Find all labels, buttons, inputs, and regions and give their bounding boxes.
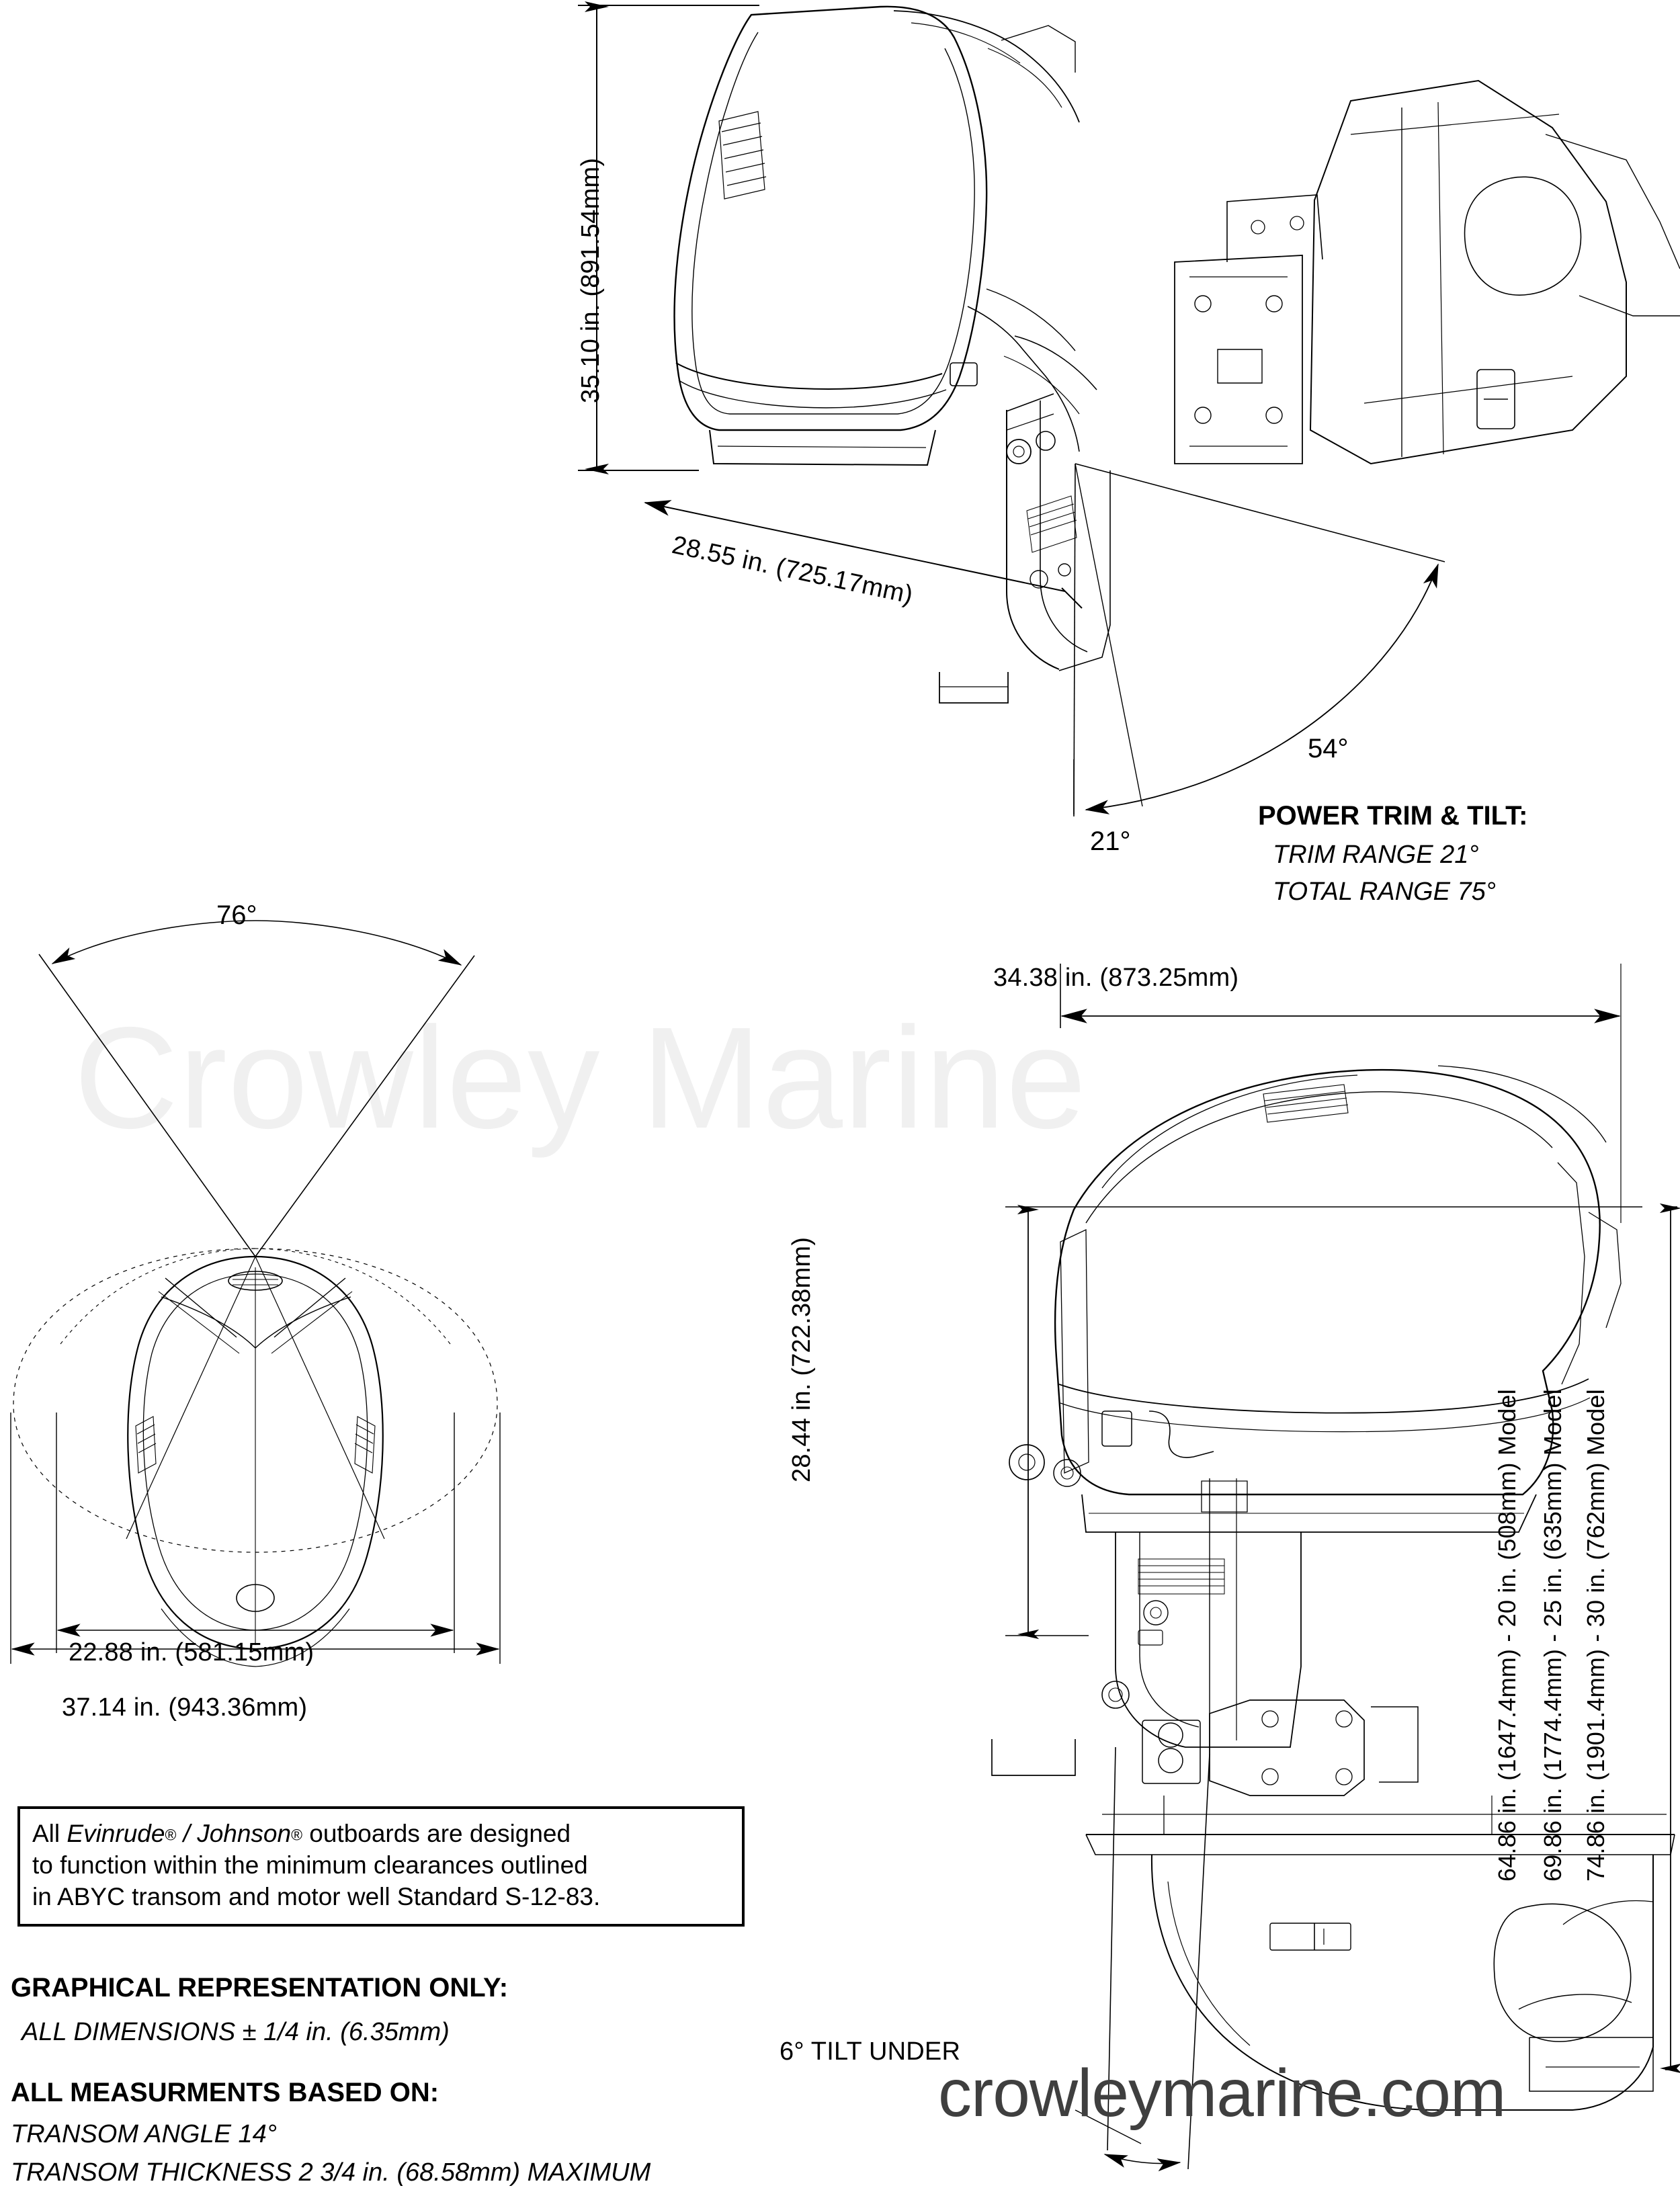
dim-overall-height: 35.10 in. (891.54mm) xyxy=(577,157,605,403)
watermark-crowley-marine: Crowley Marine xyxy=(74,997,1087,1158)
abyc-note-line1-tail: outboards are designed xyxy=(302,1820,571,1847)
power-trim-tilt-title: POWER TRIM & TILT: xyxy=(1258,801,1528,831)
watermark-crowleymarine-url: crowleymarine.com xyxy=(938,2056,1506,2131)
registered-mark-johnson: ® xyxy=(291,1826,302,1844)
dim-swing-width: 37.14 in. (943.36mm) xyxy=(62,1693,308,1722)
all-dimensions-note: ALL DIMENSIONS ± 1/4 in. (6.35mm) xyxy=(22,2018,450,2046)
dim-cowl-width: 22.88 in. (581.15mm) xyxy=(69,1638,314,1667)
side-view-drawing xyxy=(991,964,1680,2172)
abyc-note-line-3: in ABYC transom and motor well Standard … xyxy=(32,1882,601,1910)
tilt-under-label: 6° TILT UNDER xyxy=(780,2037,961,2066)
shaft-length-20in-label: 64.86 in. (1647.4mm) - 20 in. (508mm) Mo… xyxy=(1493,1389,1521,1882)
power-trim-tilt-block: POWER TRIM & TILT: TRIM RANGE 21° TOTAL … xyxy=(1258,801,1527,907)
evinrude-brand: Evinrude xyxy=(67,1820,165,1847)
registered-mark-evinrude: ® xyxy=(165,1826,177,1844)
angle-label-21: 21° xyxy=(1090,827,1131,856)
transom-thickness-note: TRANSOM THICKNESS 2 3/4 in. (68.58mm) MA… xyxy=(11,2158,651,2187)
abyc-note-line-1: All Evinrude® / Johnson® outboards are d… xyxy=(32,1820,571,1847)
plan-view-drawing xyxy=(10,920,501,1667)
footer-notes: GRAPHICAL REPRESENTATION ONLY: ALL DIMEN… xyxy=(11,1973,884,2187)
abyc-note-line-2: to function within the minimum clearance… xyxy=(32,1851,588,1879)
top-elevation-drawing xyxy=(578,1,1680,816)
abyc-note-box: All Evinrude® / Johnson® outboards are d… xyxy=(17,1806,745,1927)
dim-side-overall-width: 34.38 in. (873.25mm) xyxy=(993,964,1239,992)
graphical-representation-heading: GRAPHICAL REPRESENTATION ONLY: xyxy=(11,1973,509,2003)
shaft-length-25in-label: 69.86 in. (1774.4mm) - 25 in. (635mm) Mo… xyxy=(1539,1389,1566,1882)
trim-range-label: TRIM RANGE 21° xyxy=(1273,841,1479,869)
johnson-brand: Johnson xyxy=(197,1820,292,1847)
total-range-label: TOTAL RANGE 75° xyxy=(1273,878,1496,906)
all-measurements-heading: ALL MEASURMENTS BASED ON: xyxy=(11,2078,439,2107)
brand-separator: / xyxy=(176,1820,198,1847)
transom-angle-note: TRANSOM ANGLE 14° xyxy=(11,2120,277,2148)
angle-label-54: 54° xyxy=(1308,734,1349,763)
shaft-length-30in-label: 74.86 in. (1901.4mm) - 30 in. (762mm) Mo… xyxy=(1582,1389,1609,1882)
plan-steering-angle-label: 76° xyxy=(216,900,257,930)
dim-cowl-height: 28.44 in. (722.38mm) xyxy=(788,1236,816,1482)
